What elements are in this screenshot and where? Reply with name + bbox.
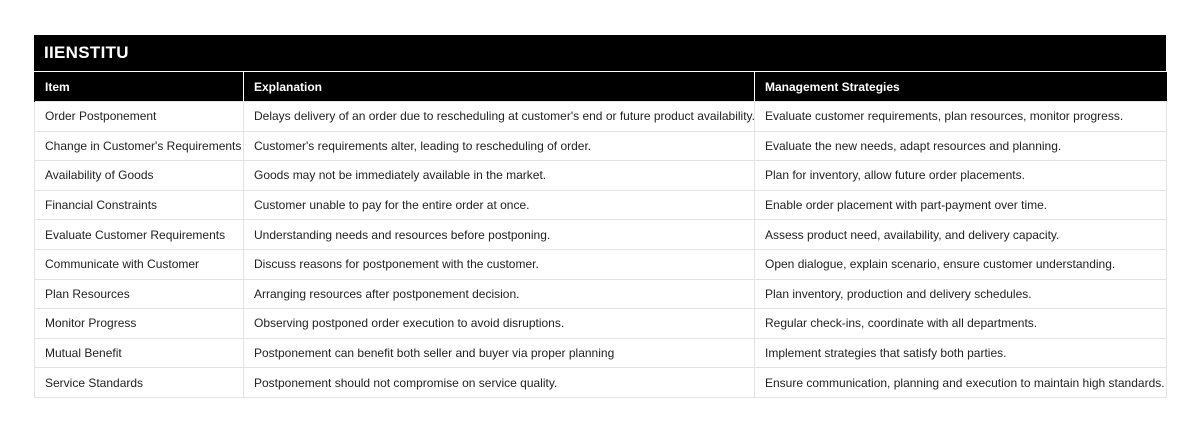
table-row: Change in Customer's Requirements Custom… <box>34 130 1167 162</box>
brand-title: IIENSTITU <box>34 35 1166 71</box>
cell-item: Evaluate Customer Requirements <box>34 219 244 250</box>
cell-item: Availability of Goods <box>34 160 244 191</box>
cell-strategy: Implement strategies that satisfy both p… <box>754 337 1167 369</box>
cell-explanation: Goods may not be immediately available i… <box>243 160 755 191</box>
table-row: Evaluate Customer Requirements Understan… <box>34 219 1167 250</box>
cell-explanation: Delays delivery of an order due to resch… <box>243 101 755 132</box>
header-row: Item Explanation Management Strategies <box>34 71 1167 102</box>
table-body: Order Postponement Delays delivery of an… <box>34 101 1167 398</box>
cell-explanation: Understanding needs and resources before… <box>243 219 755 250</box>
cell-explanation: Customer unable to pay for the entire or… <box>243 189 755 221</box>
table-header: Item Explanation Management Strategies <box>34 71 1167 102</box>
table-row: Order Postponement Delays delivery of an… <box>34 101 1167 132</box>
cell-item: Change in Customer's Requirements <box>34 130 244 162</box>
header-management-strategies: Management Strategies <box>754 71 1167 102</box>
cell-item: Communicate with Customer <box>34 248 244 280</box>
data-table: Item Explanation Management Strategies O… <box>34 71 1167 398</box>
cell-item: Financial Constraints <box>34 189 244 221</box>
cell-item: Service Standards <box>34 367 244 398</box>
cell-strategy: Plan inventory, production and delivery … <box>754 278 1167 310</box>
cell-explanation: Observing postponed order execution to a… <box>243 308 755 339</box>
cell-strategy: Assess product need, availability, and d… <box>754 219 1167 250</box>
cell-explanation: Customer's requirements alter, leading t… <box>243 130 755 162</box>
cell-strategy: Ensure communication, planning and execu… <box>754 367 1167 398</box>
table-container: IIENSTITU Item Explanation Management St… <box>34 35 1167 398</box>
cell-strategy: Evaluate customer requirements, plan res… <box>754 101 1167 132</box>
cell-strategy: Plan for inventory, allow future order p… <box>754 160 1167 191</box>
cell-item: Plan Resources <box>34 278 244 310</box>
cell-item: Monitor Progress <box>34 308 244 339</box>
header-explanation: Explanation <box>243 71 755 102</box>
cell-strategy: Enable order placement with part-payment… <box>754 189 1167 221</box>
table-row: Service Standards Postponement should no… <box>34 367 1167 398</box>
table-row: Mutual Benefit Postponement can benefit … <box>34 337 1167 369</box>
cell-explanation: Discuss reasons for postponement with th… <box>243 248 755 280</box>
cell-strategy: Regular check-ins, coordinate with all d… <box>754 308 1167 339</box>
table-row: Communicate with Customer Discuss reason… <box>34 248 1167 280</box>
cell-strategy: Evaluate the new needs, adapt resources … <box>754 130 1167 162</box>
table-row: Plan Resources Arranging resources after… <box>34 278 1167 310</box>
table-row: Monitor Progress Observing postponed ord… <box>34 308 1167 339</box>
cell-explanation: Arranging resources after postponement d… <box>243 278 755 310</box>
cell-explanation: Postponement can benefit both seller and… <box>243 337 755 369</box>
cell-item: Mutual Benefit <box>34 337 244 369</box>
table-row: Financial Constraints Customer unable to… <box>34 189 1167 221</box>
cell-explanation: Postponement should not compromise on se… <box>243 367 755 398</box>
cell-strategy: Open dialogue, explain scenario, ensure … <box>754 248 1167 280</box>
table-row: Availability of Goods Goods may not be i… <box>34 160 1167 191</box>
cell-item: Order Postponement <box>34 101 244 132</box>
header-item: Item <box>34 71 244 102</box>
